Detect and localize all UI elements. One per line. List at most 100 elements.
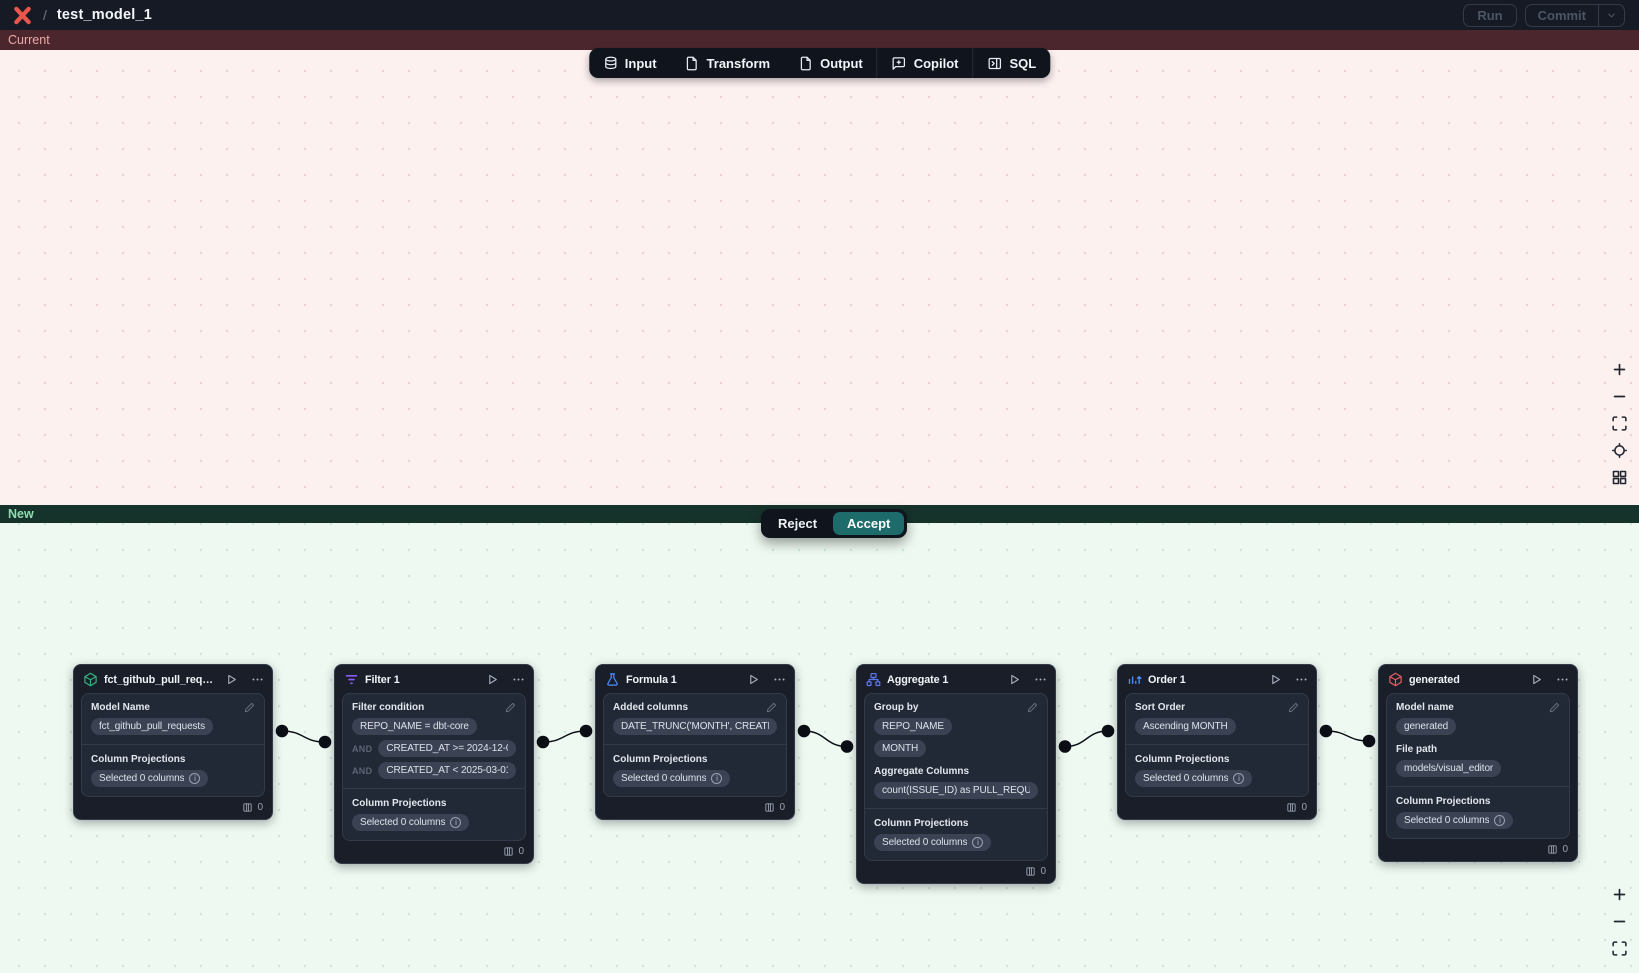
info-icon[interactable]: i [711, 773, 723, 784]
fit-view-button[interactable] [1609, 938, 1630, 959]
node-menu-button[interactable] [1295, 673, 1308, 686]
info-icon[interactable]: i [1494, 815, 1506, 826]
pill-row: count(ISSUE_ID) as PULL_REQUEST_... [874, 782, 1038, 799]
node-footer[interactable]: 0 [74, 797, 272, 819]
node-menu-button[interactable] [1034, 673, 1047, 686]
commit-dropdown-button[interactable] [1598, 4, 1624, 26]
node-header[interactable]: Aggregate 1 [857, 665, 1055, 693]
zoom-out-button[interactable] [1609, 386, 1630, 407]
value-pill[interactable]: generated [1396, 718, 1457, 735]
app-logo-icon[interactable] [12, 6, 33, 24]
node-header[interactable]: Order 1 [1118, 665, 1316, 693]
node-menu-button[interactable] [1556, 673, 1569, 686]
add-transform-button[interactable]: Transform [671, 48, 785, 78]
value-pill[interactable]: MONTH [874, 740, 927, 757]
field-label: Column Projections [91, 754, 186, 765]
field-header: File path [1396, 744, 1560, 755]
zoom-out-button[interactable] [1609, 911, 1630, 932]
fit-view-button[interactable] [1609, 413, 1630, 434]
node-menu-button[interactable] [512, 673, 525, 686]
value-pill[interactable]: count(ISSUE_ID) as PULL_REQUEST_... [874, 782, 1038, 799]
node-header[interactable]: Filter 1 [335, 665, 533, 693]
edit-pencil-icon[interactable] [244, 702, 255, 713]
toolbar-separator [876, 48, 878, 78]
column-count: 0 [1301, 802, 1307, 813]
info-icon[interactable]: i [1233, 773, 1245, 784]
source-handle[interactable] [275, 724, 289, 738]
node-footer[interactable]: 0 [596, 797, 794, 819]
value-pill[interactable]: DATE_TRUNC('MONTH', CREATED_AT... [613, 718, 777, 735]
value-pill[interactable]: Ascending MONTH [1135, 718, 1236, 735]
zoom-in-button[interactable] [1609, 884, 1630, 905]
value-pill[interactable]: CREATED_AT < 2025-03-01 [378, 762, 516, 779]
node-run-button[interactable] [1269, 673, 1282, 686]
accept-button[interactable]: Accept [833, 512, 905, 535]
source-handle[interactable] [1058, 740, 1072, 753]
target-handle[interactable] [318, 735, 332, 749]
commit-button[interactable]: Commit [1526, 5, 1598, 26]
node-footer[interactable]: 0 [1379, 839, 1577, 861]
info-icon[interactable]: i [450, 817, 462, 828]
grid-button[interactable] [1609, 467, 1630, 488]
edit-pencil-icon[interactable] [1288, 702, 1299, 713]
target-handle[interactable] [840, 740, 854, 753]
value-pill[interactable]: REPO_NAME = dbt-core [352, 718, 477, 735]
source-handle[interactable] [797, 724, 811, 738]
copilot-button[interactable]: Copilot [878, 48, 973, 78]
node-run-button[interactable] [225, 673, 238, 686]
node-run-button[interactable] [747, 673, 760, 686]
pill-text: CREATED_AT < 2025-03-01 [386, 765, 508, 776]
node-run-button[interactable] [486, 673, 499, 686]
target-handle[interactable] [1101, 724, 1115, 738]
node-header[interactable]: fct_github_pull_requests [74, 665, 272, 693]
node-footer[interactable]: 0 [857, 861, 1055, 883]
node-run-button[interactable] [1530, 673, 1543, 686]
info-icon[interactable]: i [972, 837, 984, 848]
node-header[interactable]: Formula 1 [596, 665, 794, 693]
source-handle[interactable] [536, 735, 550, 749]
node-run-button[interactable] [1008, 673, 1021, 686]
new-canvas-pane[interactable] [0, 523, 1639, 973]
source-handle[interactable] [1319, 724, 1333, 738]
target-handle[interactable] [1362, 734, 1376, 748]
toolbar-separator [972, 48, 974, 78]
node-menu-button[interactable] [251, 673, 264, 686]
edit-pencil-icon[interactable] [1027, 702, 1038, 713]
edit-pencil-icon[interactable] [505, 702, 516, 713]
value-pill[interactable]: REPO_NAME [874, 718, 952, 735]
current-canvas-pane[interactable] [0, 50, 1639, 505]
locate-button[interactable] [1609, 440, 1630, 461]
value-pill[interactable]: CREATED_AT >= 2024-12-01 [378, 740, 516, 757]
zoom-in-button[interactable] [1609, 359, 1630, 380]
node-footer[interactable]: 0 [1118, 797, 1316, 819]
condition-conjunction: AND [352, 743, 373, 754]
node-header[interactable]: generated [1379, 665, 1577, 693]
value-pill[interactable]: models/visual_editor [1396, 760, 1502, 777]
reject-button[interactable]: Reject [764, 512, 831, 535]
value-pill[interactable]: fct_github_pull_requests [91, 718, 214, 735]
node-menu-button[interactable] [773, 673, 786, 686]
node-footer[interactable]: 0 [335, 841, 533, 863]
add-output-button[interactable]: Output [784, 48, 877, 78]
edit-pencil-icon[interactable] [766, 702, 777, 713]
add-input-button[interactable]: Input [589, 48, 671, 78]
edit-pencil-icon[interactable] [1549, 702, 1560, 713]
sql-button[interactable]: SQL [973, 48, 1050, 78]
run-button[interactable]: Run [1463, 3, 1517, 27]
info-icon[interactable]: i [189, 773, 201, 784]
target-handle[interactable] [579, 724, 593, 738]
field-header: Model Name [91, 702, 255, 713]
